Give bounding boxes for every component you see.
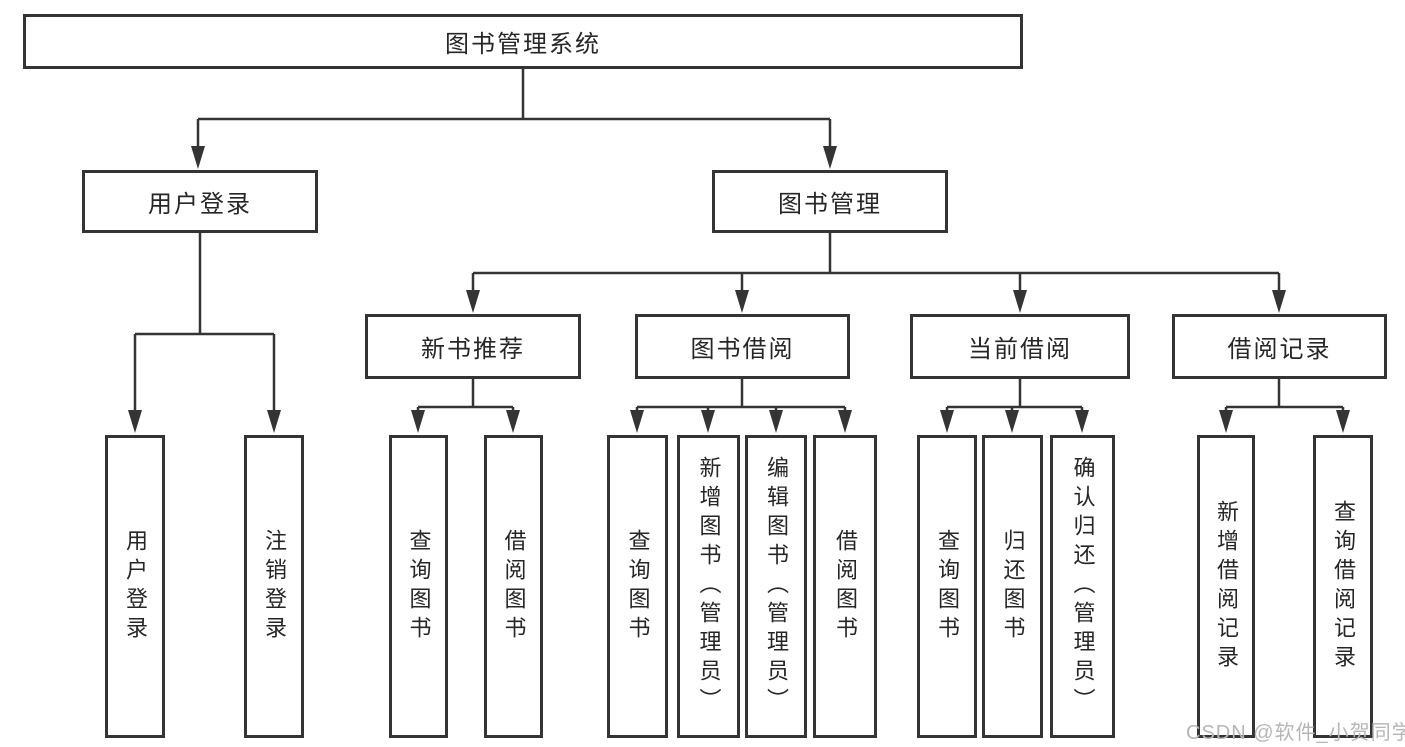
node-label: 借阅记录 xyxy=(1227,336,1332,363)
connector-line xyxy=(133,233,276,411)
node-user-login: 用户登录 xyxy=(82,170,318,233)
node-new-book-recommend: 新书推荐 xyxy=(365,314,581,379)
connector-book-borrow-to-leaves xyxy=(630,379,852,433)
connector-line xyxy=(1224,379,1345,411)
node-label: 图书借阅 xyxy=(690,336,795,363)
connector-line xyxy=(945,379,1084,411)
leaf-label: 查询借阅记录 xyxy=(1331,499,1356,674)
connector-book-mgmt-to-level2 xyxy=(466,233,1286,313)
arrowhead-icon xyxy=(1075,410,1089,433)
watermark-csdn: CSDN @软件_小贺同学 xyxy=(1186,722,1405,744)
leaf-label: 查询图书 xyxy=(625,528,651,645)
arrowhead-icon xyxy=(701,410,715,433)
arrowhead-icon xyxy=(1336,410,1350,433)
arrowhead-icon xyxy=(1013,290,1027,313)
arrowhead-icon xyxy=(191,146,205,169)
leaf-label: 借阅图书 xyxy=(501,528,527,645)
arrowhead-icon xyxy=(267,410,281,433)
leaf-user-login: 用户登录 xyxy=(105,435,165,738)
leaf-bb-add-books-admin: 新增图书（管理员） xyxy=(677,435,740,738)
leaf-nbr-borrow-books: 借阅图书 xyxy=(484,435,543,738)
connector-new-book-rec-to-leaves xyxy=(411,379,520,433)
arrowhead-icon xyxy=(506,410,520,433)
leaf-bb-query-books: 查询图书 xyxy=(607,435,668,738)
connector-line xyxy=(635,379,847,411)
node-library-management-system: 图书管理系统 xyxy=(23,14,1023,69)
node-label: 用户登录 xyxy=(148,191,252,218)
leaf-bb-edit-books-admin: 编辑图书（管理员） xyxy=(745,435,807,738)
node-label: 当前借阅 xyxy=(968,336,1072,363)
connector-root-to-level1 xyxy=(191,69,837,169)
connector-user-login-to-leaves xyxy=(128,233,281,433)
leaf-cb-return-books: 归还图书 xyxy=(982,435,1043,738)
node-current-borrowing: 当前借阅 xyxy=(910,314,1130,379)
arrowhead-icon xyxy=(630,410,644,433)
node-book-borrowing: 图书借阅 xyxy=(635,314,850,379)
leaf-br-query-record: 查询借阅记录 xyxy=(1313,435,1373,738)
leaf-nbr-query-books: 查询图书 xyxy=(389,435,448,738)
leaf-label: 确认归还（管理员） xyxy=(1070,456,1096,717)
arrowhead-icon xyxy=(466,290,480,313)
leaf-label: 注销登录 xyxy=(262,528,287,645)
arrowhead-icon xyxy=(769,410,783,433)
arrowhead-icon xyxy=(411,410,425,433)
leaf-cb-confirm-return-admin: 确认归还（管理员） xyxy=(1050,435,1115,738)
arrowhead-icon xyxy=(1272,290,1286,313)
leaf-label: 查询图书 xyxy=(935,528,960,645)
node-label: 新书推荐 xyxy=(421,336,525,363)
leaf-label: 新增借阅记录 xyxy=(1214,499,1239,674)
leaf-label: 用户登录 xyxy=(123,528,148,645)
leaf-label: 借阅图书 xyxy=(833,528,858,645)
node-book-management: 图书管理 xyxy=(712,170,948,233)
leaf-logout: 注销登录 xyxy=(244,435,304,738)
node-label: 图书管理系统 xyxy=(445,31,601,58)
arrowhead-icon xyxy=(735,290,749,313)
arrowhead-icon xyxy=(1219,410,1233,433)
arrowhead-icon xyxy=(823,146,837,169)
arrowhead-icon xyxy=(940,410,954,433)
arrowhead-icon xyxy=(1005,410,1019,433)
leaf-label: 编辑图书（管理员） xyxy=(764,456,789,717)
leaf-label: 新增图书（管理员） xyxy=(696,456,722,717)
leaf-br-add-record: 新增借阅记录 xyxy=(1197,435,1255,738)
leaf-cb-query-books: 查询图书 xyxy=(917,435,977,738)
connector-line xyxy=(471,233,1281,291)
arrowhead-icon xyxy=(128,410,142,433)
connector-current-borrow-to-leaves xyxy=(940,379,1089,433)
node-label: 图书管理 xyxy=(778,191,882,218)
connector-line xyxy=(196,69,832,147)
leaf-label: 查询图书 xyxy=(406,528,432,645)
connector-borrow-record-to-leaves xyxy=(1219,379,1350,433)
leaf-label: 归还图书 xyxy=(1000,528,1026,645)
connector-line xyxy=(416,379,515,411)
node-borrowing-records: 借阅记录 xyxy=(1172,314,1387,379)
arrowhead-icon xyxy=(838,410,852,433)
leaf-bb-borrow-books: 借阅图书 xyxy=(813,435,877,738)
